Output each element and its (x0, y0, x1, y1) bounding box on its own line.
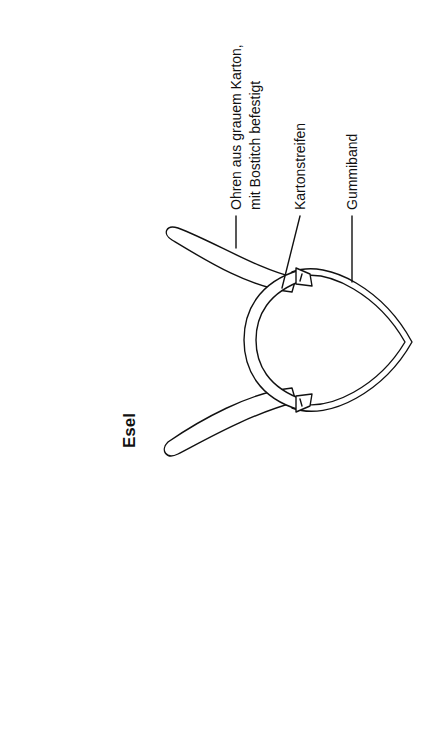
cardboard-strip (244, 270, 304, 410)
strip-end-right (296, 268, 312, 286)
strip-end-left (296, 394, 312, 412)
leader-line (351, 216, 352, 282)
part-label: Kartonstreifen (291, 123, 310, 210)
part-label: Gummiband (343, 134, 362, 210)
leader-line (235, 216, 236, 248)
staple (300, 274, 302, 281)
title: Esel (120, 413, 139, 448)
elastic-band (292, 269, 412, 411)
part-label: Ohren aus grauem Karton, mit Bostitch be… (227, 24, 265, 210)
elastic-band-inner (294, 275, 405, 404)
leader-line (282, 216, 300, 288)
staple (300, 399, 302, 406)
